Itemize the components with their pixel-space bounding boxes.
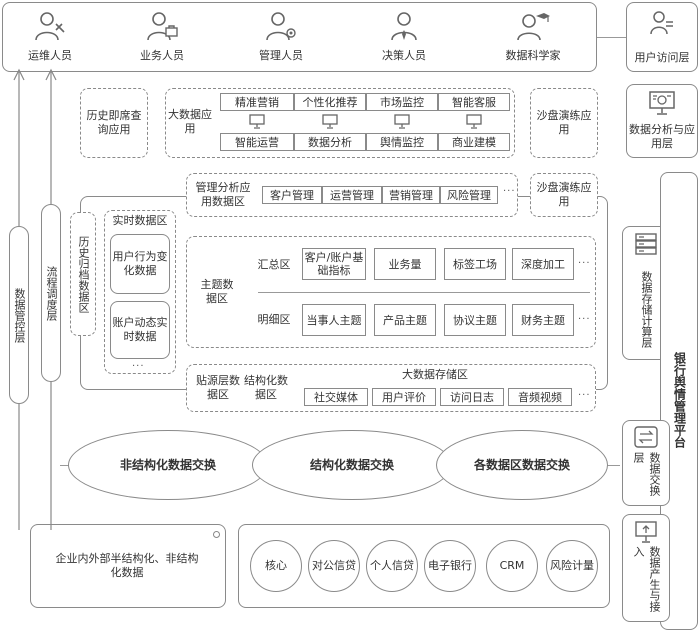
person-briefcase-icon (147, 12, 178, 41)
person-tie-icon (391, 12, 417, 41)
user-label: 运维人员 (28, 49, 72, 62)
server-stack-icon (635, 233, 657, 255)
layer-analysis-app-label: 数据分析与应用层 (629, 123, 695, 150)
monitor-icon (394, 114, 410, 129)
summary-item[interactable]: 客户/账户基础指标 (302, 248, 366, 280)
app-item[interactable]: 个性化推荐 (294, 93, 366, 111)
app-item[interactable]: 精准营销 (220, 93, 294, 111)
app-item[interactable]: 数据分析 (294, 133, 366, 151)
bigdata-item[interactable]: 访问日志 (440, 388, 504, 406)
ellipsis: ··· (578, 258, 591, 269)
realtime-item-label: 用户行为变化数据 (112, 250, 168, 277)
layer-storage-label: 数据存储计算层 (640, 270, 653, 348)
summary-item[interactable]: 标签工场 (444, 248, 506, 280)
layer-ingest-label: 数据产生与接入 (632, 546, 661, 612)
user-label: 业务人员 (140, 49, 184, 62)
person-graduate-icon (517, 13, 550, 41)
history-query-app (80, 88, 148, 158)
source-corporate-credit[interactable]: 对公信贷 (308, 540, 360, 592)
dashboard-monitor-icon (649, 91, 675, 115)
user-list-icon (650, 11, 673, 35)
summary-item[interactable]: 深度加工 (512, 248, 574, 280)
history-archive-zone (70, 212, 96, 336)
sandbox-app (530, 88, 598, 158)
app-item[interactable]: 舆情监控 (366, 133, 438, 151)
corner-dot (213, 531, 220, 538)
bigdata-item[interactable]: 社交媒体 (304, 388, 368, 406)
storage-sandbox (530, 173, 598, 217)
realtime-item-behavior[interactable] (110, 234, 170, 294)
history-query-label: 历史即席查询应用 (86, 109, 142, 136)
layer-data-control-label: 数据管控层 (13, 287, 26, 343)
user-label: 数据科学家 (505, 49, 561, 62)
realtime-item-account[interactable] (110, 301, 170, 359)
layer-user-access-label: 用户访问层 (634, 51, 690, 64)
source-personal-credit[interactable]: 个人信贷 (366, 540, 418, 592)
exchange-structured[interactable]: 结构化数据交换 (252, 430, 452, 500)
bigdata-app-label: 大数据应用 (168, 108, 212, 135)
divider (258, 292, 590, 293)
subject-zone-label: 主题数据区 (200, 278, 234, 305)
detail-item[interactable]: 产品主题 (374, 304, 436, 336)
app-item[interactable]: 智能运营 (220, 133, 294, 151)
user-label: 管理人员 (259, 49, 303, 62)
realtime-zone-label: 实时数据区 (112, 214, 168, 227)
ellipsis: ··· (503, 186, 516, 197)
mgmt-item[interactable]: 营销管理 (382, 186, 440, 204)
bigdata-item[interactable]: 音频视频 (508, 388, 572, 406)
source-crm[interactable]: CRM (486, 540, 538, 592)
source-core[interactable]: 核心 (250, 540, 302, 592)
bigdata-storage-label: 大数据存储区 (402, 368, 468, 381)
exchange-zones[interactable]: 各数据区数据交换 (436, 430, 608, 500)
structured-zone-label: 结构化数据区 (244, 374, 288, 401)
detail-item[interactable]: 当事人主题 (302, 304, 366, 336)
source-zone-label: 贴源层数据区 (196, 374, 240, 401)
user-item-data-scientist: 数据科学家 (490, 8, 576, 68)
ellipsis: ··· (578, 390, 591, 401)
realtime-item-label: 账户动态实时数据 (112, 316, 168, 343)
layer-process-scheduling-label: 流程调度层 (45, 265, 58, 321)
detail-zone-label: 明细区 (257, 313, 291, 326)
layer-process-scheduling (41, 204, 61, 382)
sandbox-app-label: 沙盘演练应用 (536, 109, 592, 136)
source-ebank[interactable]: 电子银行 (424, 540, 476, 592)
monitor-icon (249, 114, 265, 129)
ellipsis: ··· (578, 314, 591, 325)
layer-exchange-label: 数据交换层 (632, 452, 661, 496)
layer-data-control (9, 226, 29, 404)
enterprise-data-box (30, 524, 226, 608)
detail-item[interactable]: 财务主题 (512, 304, 574, 336)
summary-item[interactable]: 业务量 (374, 248, 436, 280)
ellipsis: ··· (132, 361, 145, 372)
app-item[interactable]: 智能客服 (438, 93, 510, 111)
source-risk[interactable]: 风险计量 (546, 540, 598, 592)
person-wrench-icon (35, 12, 65, 41)
exchange-arrows-icon (634, 426, 658, 448)
user-item-management: 管理人员 (245, 8, 317, 68)
user-label: 决策人员 (382, 49, 426, 62)
bigdata-item[interactable]: 用户评价 (372, 388, 436, 406)
person-gear-icon (266, 12, 296, 41)
enterprise-data-label: 企业内外部半结构化、非结构化数据 (55, 552, 199, 579)
mgmt-analysis-label: 管理分析应用数据区 (195, 181, 251, 208)
exchange-unstructured[interactable]: 非结构化数据交换 (68, 430, 268, 500)
user-item-ops: 运维人员 (14, 8, 86, 68)
summary-zone-label: 汇总区 (257, 258, 291, 271)
detail-item[interactable]: 协议主题 (444, 304, 506, 336)
mgmt-item[interactable]: 运营管理 (322, 186, 382, 204)
platform-label: 银行舆情管理平台 (672, 352, 687, 448)
connector (597, 37, 626, 38)
user-access-panel (2, 2, 597, 72)
mgmt-item[interactable]: 客户管理 (262, 186, 322, 204)
app-item[interactable]: 市场监控 (366, 93, 438, 111)
user-item-decision: 决策人员 (368, 8, 440, 68)
mgmt-item[interactable]: 风险管理 (440, 186, 498, 204)
monitor-icon (322, 114, 338, 129)
app-item[interactable]: 商业建模 (438, 133, 510, 151)
user-item-business: 业务人员 (126, 8, 198, 68)
history-archive-label: 历史归档数据区 (77, 235, 90, 313)
monitor-upload-icon (635, 521, 657, 543)
monitor-icon (466, 114, 482, 129)
storage-sandbox-label: 沙盘演练应用 (536, 181, 592, 208)
